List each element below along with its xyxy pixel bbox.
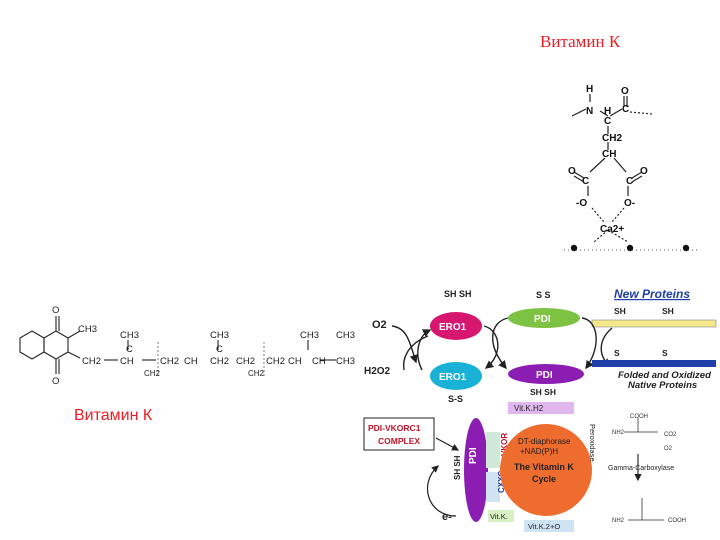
native-protein-s-left: S (614, 348, 620, 358)
folded-label-2: Native Proteins (628, 380, 697, 391)
mq-chain-2: CH2 (160, 356, 179, 367)
mq-chain-3: CH2 (210, 356, 229, 367)
mq-ch3-ring: CH3 (78, 324, 97, 335)
ero1-top-label: ERO1 (439, 322, 467, 333)
nh2-bottom-label: NH2 (612, 518, 625, 524)
gla-o-right: O (640, 166, 648, 177)
menaquinone-structure: O O CH3 CH2 CH CH3 C CH2 CH CH2 CH3 C CH… (19, 305, 355, 387)
pdi-vertical-label: PDI (468, 447, 479, 464)
pdi-top-label: PDI (534, 314, 551, 325)
cooh-bottom-label: COOH (668, 518, 686, 524)
gla-o-left: O (568, 166, 576, 177)
ero1-oxidized (430, 312, 482, 340)
gla-n: N (586, 106, 593, 117)
vit-k2o-box (524, 520, 574, 532)
slide-caption: Витамин К (74, 407, 153, 424)
gla-ch2: CH2 (602, 133, 622, 144)
mq-chain-8: CH3 (336, 356, 355, 367)
mq-chain-4: CH2 (236, 356, 255, 367)
cooh-top-label: COOH (630, 414, 648, 420)
new-protein-sh-left: SH (614, 306, 626, 316)
gla-h2: H (604, 106, 611, 117)
pdi-oxidized (508, 308, 580, 328)
h2o2-label: H2O2 (364, 366, 391, 377)
sh-sh-bottom-label: SH SH (530, 387, 556, 397)
gla-o-top: O (621, 86, 629, 97)
mq-chain-7: CH2 (248, 369, 265, 378)
mq-chain-5: CH2 (266, 356, 285, 367)
vit-k-box (488, 510, 514, 522)
gla-calcium-structure: H N H C C O CH2 CH C C O O -O O- Ca2+ (564, 84, 700, 252)
native-protein-s-right: S (662, 348, 668, 358)
mq-c-a: C (126, 344, 133, 355)
gla-ch: CH (602, 149, 616, 160)
mq-ch-c: CH (288, 356, 302, 367)
mq-chain-6: CH2 (144, 369, 161, 378)
mq-chain-9: CH3 (336, 330, 355, 341)
gla-c-left: C (582, 176, 589, 187)
co2-label: CO2 (664, 432, 677, 438)
pdi-vertical (464, 418, 488, 522)
vkor-box (486, 432, 500, 468)
s-s-top-label: S S (536, 290, 551, 300)
carboxylation-sketch (624, 418, 664, 521)
vit-k2o-label: Vit.K.2+O (528, 522, 560, 531)
mq-chain-1: CH2 (82, 356, 101, 367)
membrane-phospholipids (564, 244, 700, 252)
mq-o-bottom: O (52, 376, 59, 387)
o2-label: O2 (372, 319, 387, 331)
mq-o-top: O (52, 305, 59, 316)
nh2-top-label: NH2 (612, 430, 625, 436)
complex-label-1: PDI-VKORC1 (368, 423, 421, 433)
ero1-bottom-label: ERO1 (439, 372, 467, 383)
pdi-reduced (508, 364, 584, 384)
cycle-label-2: Cycle (532, 474, 556, 484)
slide-title: Витамин К (540, 32, 621, 51)
cycle-label-1: The Vitamin K (514, 462, 574, 472)
new-proteins-label: New Proteins (614, 287, 690, 301)
vitamin-k-cycle (500, 424, 592, 516)
mq-ch-a: CH (120, 356, 134, 367)
gla-o-minus-left: -O (576, 198, 587, 209)
gla-calcium: Ca2+ (600, 224, 624, 235)
peroxidase-label: Peroxidase (588, 424, 597, 462)
new-protein-sh-right: SH (662, 306, 674, 316)
gla-h: H (586, 84, 593, 95)
gamma-carboxylase-label: Gamma-Carboxylase (608, 465, 674, 472)
electron-label: e- (442, 511, 452, 523)
dt-diaphorase-label: DT-diaphorase (518, 437, 571, 446)
mq-ch3-b: CH3 (210, 330, 229, 341)
gla-o-minus-right: O- (624, 198, 635, 209)
s-s-bottom-label: S-S (448, 394, 463, 404)
vkor-label: VKOR (500, 433, 509, 456)
cxxc-box (486, 472, 500, 502)
native-protein-bar (592, 360, 716, 367)
vit-k-label: Vit.K. (490, 512, 508, 521)
mq-c-b: C (216, 344, 223, 355)
sh-sh-top-label: SH SH (444, 289, 472, 299)
mq-ch3-a: CH3 (120, 330, 139, 341)
pdi-vkorc1-complex-box (363, 417, 435, 451)
nadph-label: +NAD(P)H (520, 447, 558, 456)
mq-ch-d: CH (312, 356, 326, 367)
complex-label-2: COMPLEX (378, 436, 420, 446)
gla-c-alpha: C (604, 116, 611, 127)
mq-ch3-c: CH3 (300, 330, 319, 341)
gla-c-carbonyl: C (622, 104, 629, 115)
vitamin-k-cycle-diagram: SH SH S S New Proteins SH SH ERO1 PDI O2… (363, 287, 717, 532)
pdi-bottom-label: PDI (536, 370, 553, 381)
vit-kh2-box (508, 402, 574, 414)
cxxc-label: CXXC (497, 471, 506, 493)
gla-c-right: C (626, 176, 633, 187)
vit-kh2-label: Vit.K.H2 (514, 404, 544, 413)
sh-sh-vertical-label: SH SH (453, 455, 462, 480)
mq-ch-b: CH (184, 356, 198, 367)
ero1-reduced (430, 362, 482, 390)
new-protein-bar (591, 319, 717, 328)
o2-small-label: O2 (664, 446, 673, 452)
folded-label-1: Folded and Oxidized (618, 370, 711, 381)
